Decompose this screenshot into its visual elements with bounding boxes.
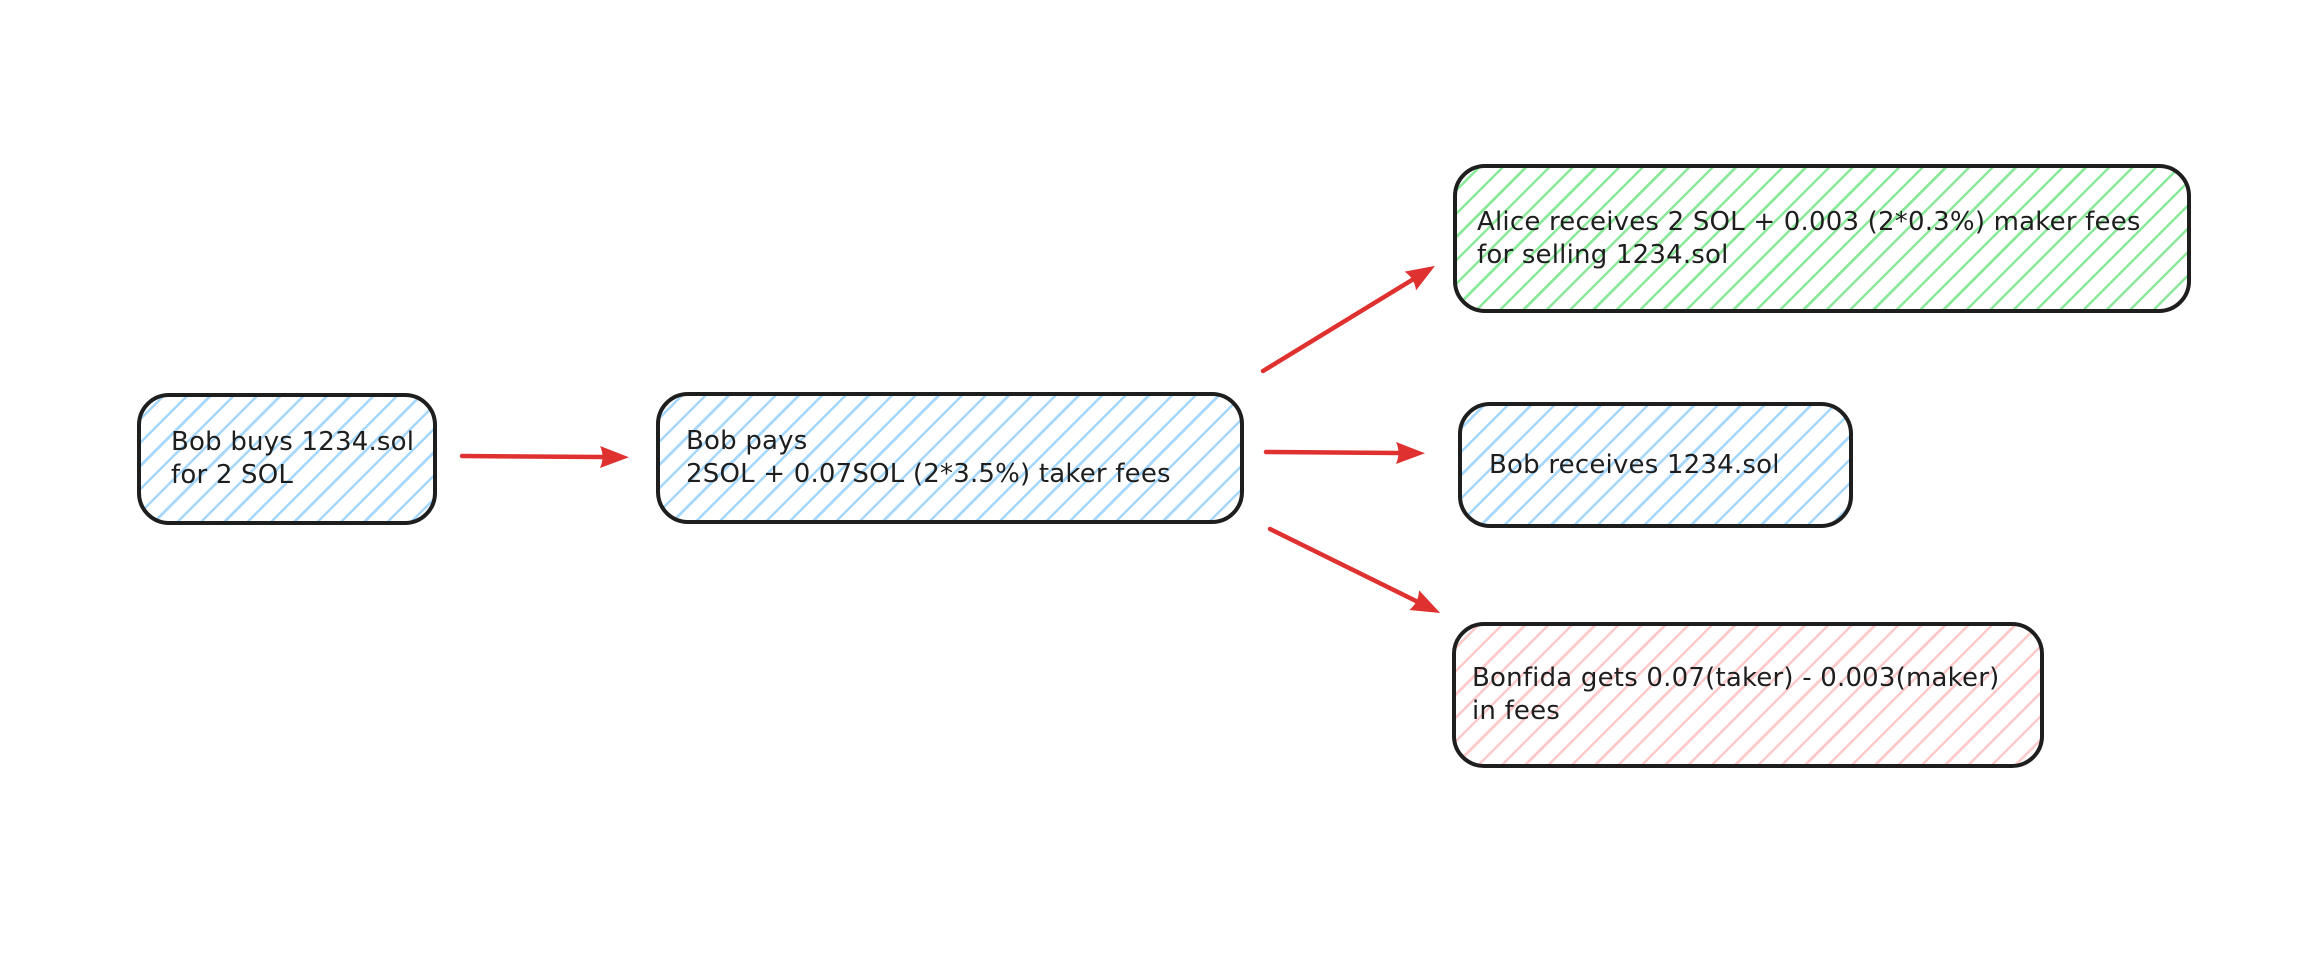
arrow-bob-pays-to-bob-receives	[1263, 441, 1425, 464]
node-bob-receives-label: Bob receives 1234.sol	[1489, 449, 1780, 480]
node-bob-receives: Bob receives 1234.sol	[1458, 402, 1853, 528]
arrow-bob-pays-to-bonfida-fees	[1267, 526, 1441, 613]
node-alice-receives: Alice receives 2 SOL + 0.003 (2*0.3%) ma…	[1453, 164, 2191, 313]
node-alice-receives-label: Alice receives 2 SOL + 0.003 (2*0.3%) ma…	[1477, 206, 2141, 270]
arrow-bob-buys-to-bob-pays	[459, 445, 629, 468]
node-bonfida-fees-label: Bonfida gets 0.07(taker) - 0.003(maker) …	[1472, 663, 2000, 726]
node-bob-pays-label: Bob pays 2SOL + 0.07SOL (2*3.5%) taker f…	[686, 426, 1171, 489]
node-bob-buys: Bob buys 1234.sol for 2 SOL	[137, 393, 437, 525]
node-bob-buys-label: Bob buys 1234.sol for 2 SOL	[171, 427, 415, 490]
arrow-bob-pays-to-alice-receives	[1260, 265, 1436, 374]
node-bonfida-fees: Bonfida gets 0.07(taker) - 0.003(maker) …	[1452, 622, 2044, 768]
node-bob-pays: Bob pays 2SOL + 0.07SOL (2*3.5%) taker f…	[656, 392, 1244, 524]
